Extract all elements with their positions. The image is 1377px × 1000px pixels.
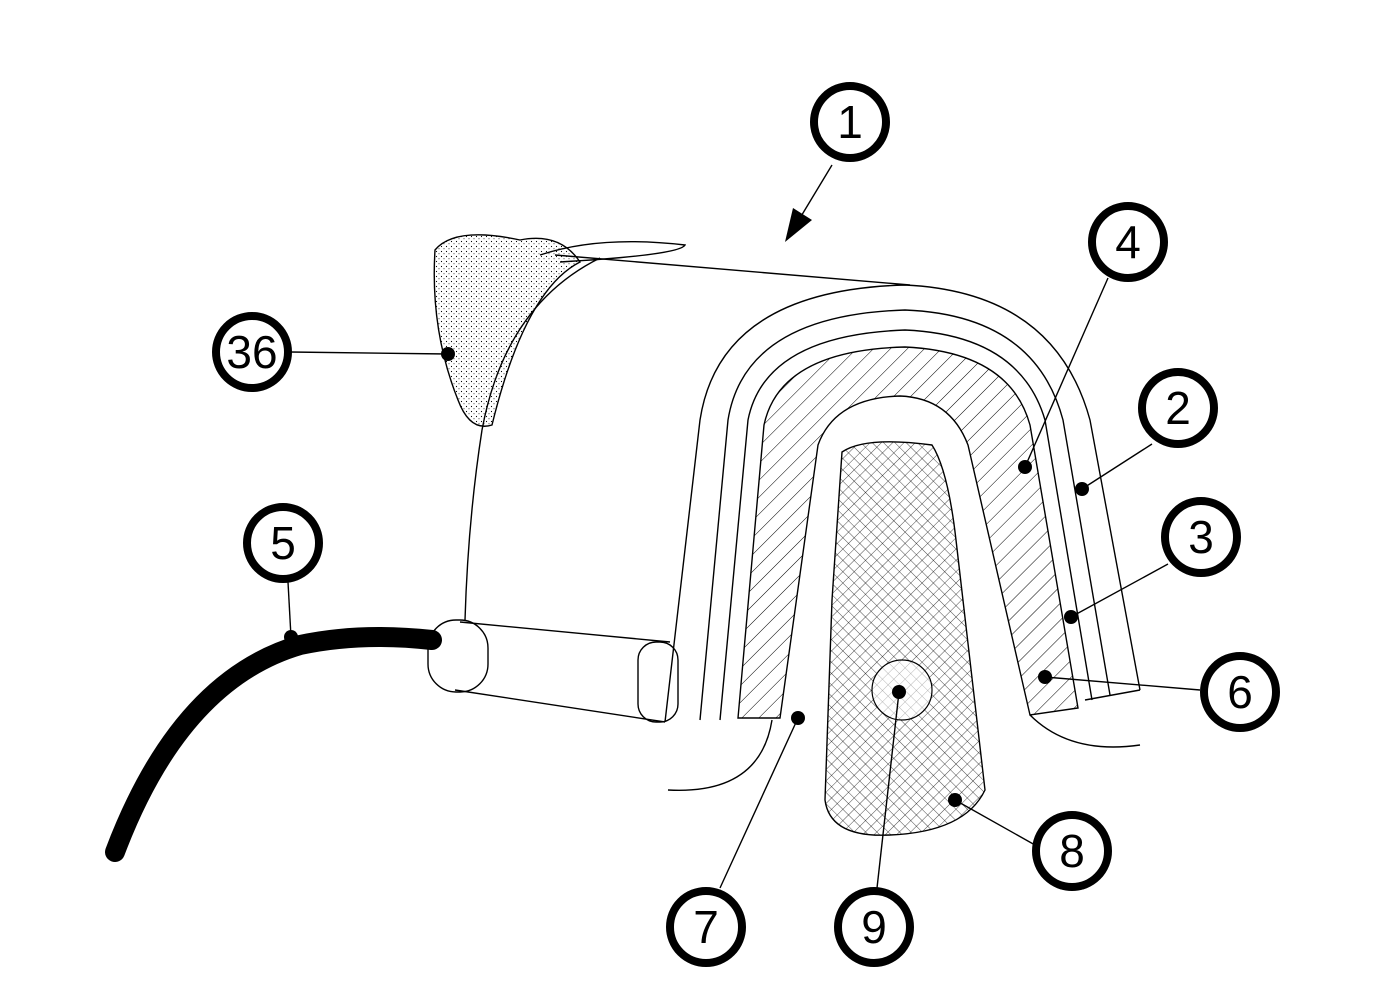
callout-label: 6 (1227, 666, 1253, 718)
callout-label: 7 (693, 901, 719, 953)
layer-2-outer (664, 284, 1141, 723)
callout-label: 36 (226, 326, 277, 378)
callout-label: 9 (861, 901, 887, 953)
callout-label: 8 (1059, 825, 1085, 877)
callout-2: 2 (1138, 368, 1218, 448)
callout-label: 2 (1165, 382, 1191, 434)
stippled-part-36 (433, 234, 582, 427)
cable (105, 626, 442, 862)
callout-label: 5 (270, 517, 296, 569)
callout-4: 4 (1088, 202, 1168, 282)
leader-lines (284, 164, 1201, 889)
callout-label: 3 (1188, 511, 1214, 563)
callout-3: 3 (1161, 497, 1241, 577)
callout-8: 8 (1032, 811, 1112, 891)
callout-6: 6 (1200, 652, 1280, 732)
callout-7: 7 (666, 887, 746, 967)
callout-36: 36 (212, 312, 292, 392)
callout-5: 5 (243, 503, 323, 583)
core-8 (824, 441, 986, 836)
callout-label: 1 (837, 96, 863, 148)
callout-9: 9 (834, 887, 914, 967)
hatched-layer-6 (737, 346, 1079, 719)
callout-label: 4 (1115, 216, 1141, 268)
layer-3 (719, 329, 1093, 721)
callout-1: 1 (810, 82, 890, 162)
